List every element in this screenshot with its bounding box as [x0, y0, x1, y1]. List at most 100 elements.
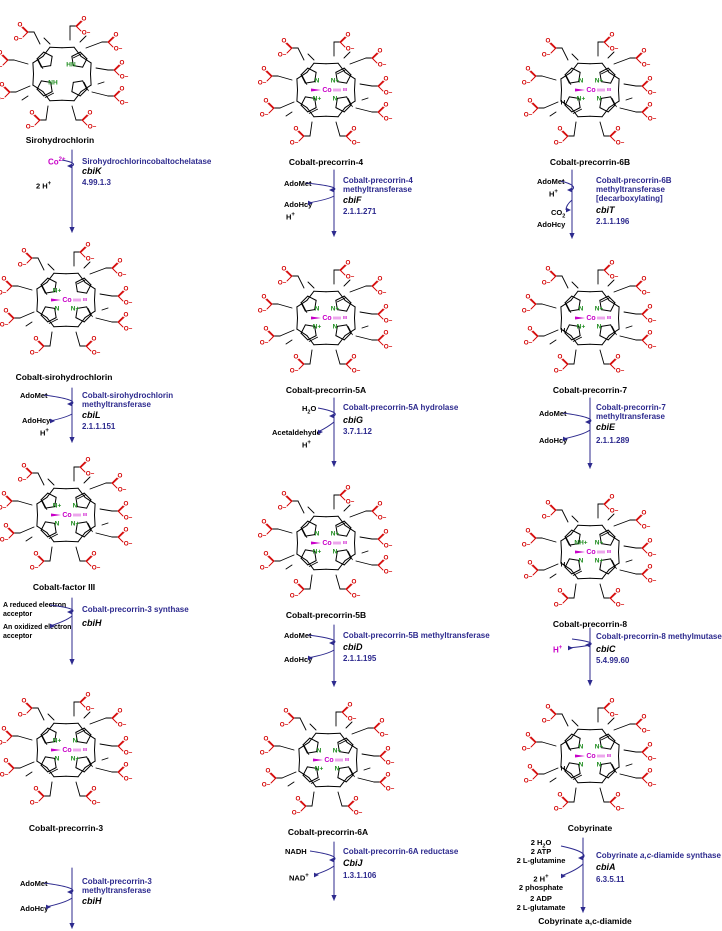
bond [550, 275, 557, 282]
bond [94, 514, 96, 527]
bond [345, 363, 352, 370]
oxygen-label: O− [524, 340, 533, 347]
bond [642, 80, 649, 87]
bond [281, 771, 297, 779]
bond [299, 800, 306, 807]
bond [296, 531, 298, 544]
bond [75, 522, 78, 534]
bond [46, 487, 55, 498]
bond [85, 340, 92, 347]
oxygen-label: O− [352, 368, 361, 375]
bond [300, 800, 307, 807]
bond [86, 555, 93, 562]
bond [561, 275, 569, 289]
bond [50, 81, 53, 93]
bond [560, 744, 562, 757]
oxygen-label: O− [124, 326, 133, 333]
bond [599, 733, 609, 739]
wedge-bond [311, 541, 321, 545]
bond [300, 332, 309, 341]
bond [336, 81, 348, 84]
bond [379, 755, 386, 762]
bond [562, 801, 569, 808]
bond [600, 747, 612, 750]
arc-arrowhead [46, 904, 51, 910]
bond [600, 762, 612, 765]
cofactor-in-2: acceptor [3, 611, 33, 618]
bond [599, 787, 605, 803]
bond [5, 730, 12, 737]
bond [564, 74, 570, 84]
bond [265, 298, 272, 305]
bond [300, 520, 309, 529]
oxygen-label: O [2, 726, 7, 733]
bond [532, 773, 539, 780]
bond [572, 108, 583, 114]
oxygen-label: O [546, 38, 551, 45]
nitrogen-label: NH [48, 80, 58, 87]
bond [307, 53, 315, 61]
bond [336, 297, 347, 303]
bond [298, 130, 305, 137]
bond [599, 295, 609, 301]
oxygen-label: O [546, 500, 551, 507]
oxygen-label: O [558, 354, 563, 361]
bond [335, 107, 345, 113]
oxygen-label: O [118, 708, 123, 715]
bond [5, 495, 12, 502]
bond [76, 291, 88, 294]
bond [94, 749, 96, 762]
bond [86, 499, 92, 509]
arc-arrowhead [67, 889, 72, 895]
bond [354, 542, 356, 555]
bond [343, 520, 352, 529]
bond [335, 71, 338, 83]
oxygen-label: O [4, 758, 9, 765]
bond [550, 708, 557, 715]
bond [47, 478, 55, 486]
bond [599, 559, 602, 571]
bond [25, 467, 32, 474]
cofactor-out: AdoHcy [22, 416, 51, 425]
bond [371, 285, 378, 292]
bond [550, 713, 557, 720]
bond [641, 313, 648, 320]
ec-number: 2.1.1.195 [343, 654, 377, 663]
bond [38, 345, 45, 352]
bond [566, 75, 572, 86]
bond [610, 796, 617, 803]
gene-name: cbiD [343, 642, 363, 652]
ec-number: 5.4.99.60 [596, 656, 630, 665]
bond [75, 492, 85, 498]
cofactor-in: AdoMet [20, 391, 48, 400]
oxygen-label: O− [378, 290, 387, 297]
bond [75, 731, 78, 743]
label-cobalt-precorrin-8: Cobalt-precorrin-8 [552, 619, 628, 629]
nitrogen-label: N+ [331, 78, 340, 85]
hydrogen-label: H [561, 328, 566, 335]
bond [277, 303, 293, 309]
arc-arrowhead [67, 401, 72, 407]
bond [313, 115, 327, 118]
bond [577, 290, 591, 293]
bond [339, 494, 346, 501]
bond [309, 121, 313, 137]
bond [285, 339, 293, 345]
bond [355, 335, 373, 341]
wedge-bond [51, 298, 61, 302]
oxygen-label: O− [260, 112, 269, 119]
bond [279, 745, 295, 751]
bond [72, 65, 84, 68]
bond [95, 317, 113, 323]
bond [623, 311, 637, 315]
bond [297, 130, 304, 137]
bond [610, 324, 616, 334]
label-cobalt-factor-iii: Cobalt-factor III [32, 582, 96, 592]
oxygen-label: O− [554, 368, 563, 375]
bond [36, 80, 42, 90]
bond [349, 57, 367, 65]
bond [118, 316, 125, 323]
bond [603, 269, 610, 276]
bond [625, 325, 633, 329]
